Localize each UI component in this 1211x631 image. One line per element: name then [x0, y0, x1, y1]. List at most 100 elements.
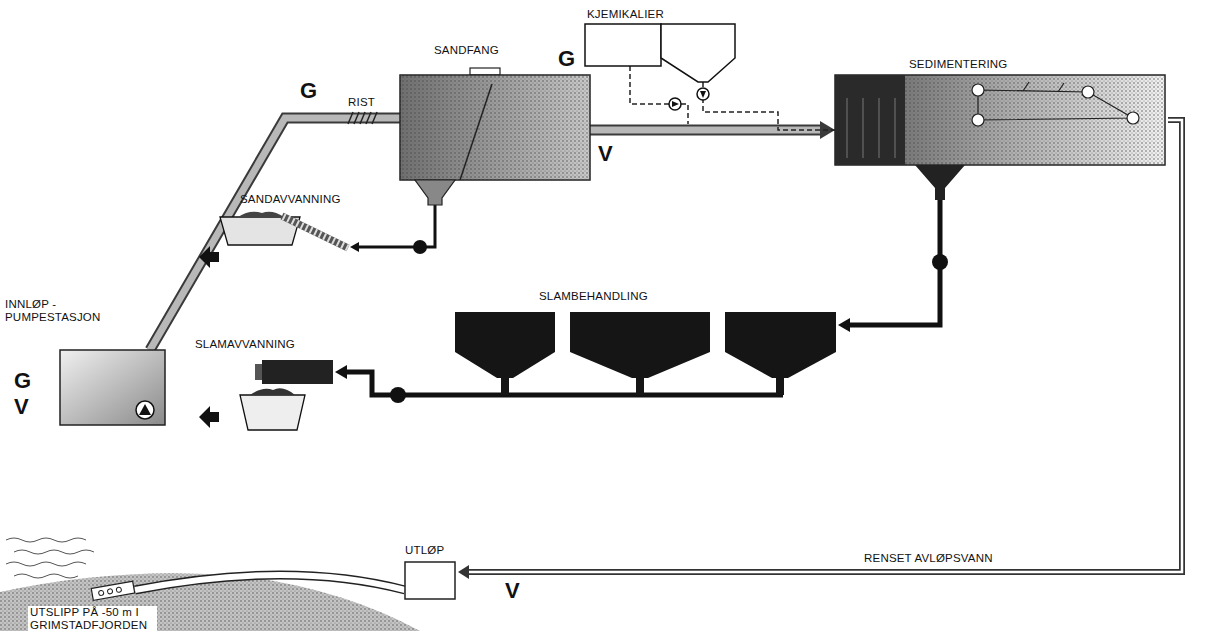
diffuser-hole — [107, 588, 113, 594]
node-label: SANDFANG — [434, 44, 499, 57]
grit-hopper — [415, 180, 455, 205]
sedimentation-basin: SEDIMENTERING — [833, 58, 1168, 200]
node-outline — [833, 58, 1168, 200]
scraper-carriage — [470, 68, 500, 75]
grit-line-stroke — [357, 205, 435, 247]
sand-pile — [238, 212, 284, 217]
gas-marker: G — [14, 370, 31, 392]
dewatering-press — [262, 360, 333, 384]
grit-dewatering: SANDAVVANNING — [218, 193, 350, 251]
pump-arrow — [672, 101, 679, 107]
baffle-line — [879, 98, 880, 158]
node-label: SLAMBEHANDLING — [539, 290, 648, 303]
scraper-blade — [1058, 83, 1064, 92]
gas-marker: G — [558, 48, 575, 70]
pump-arrow — [700, 91, 706, 98]
sludge-tank — [725, 312, 836, 378]
screen-label: RIST — [348, 96, 375, 109]
tank-outlet — [776, 377, 784, 395]
wave — [14, 550, 94, 554]
sludge-treatment: SLAMBEHANDLING — [453, 290, 838, 395]
node-label: SANDAVVANNING — [240, 193, 341, 206]
dosing-pump — [669, 98, 681, 110]
arrowhead — [350, 242, 359, 252]
dosing-line-stroke — [703, 82, 835, 130]
wave — [14, 574, 78, 578]
tank-outlet — [501, 377, 509, 395]
chain-wheel — [1127, 112, 1139, 124]
node-outline — [195, 338, 335, 433]
press-outlet — [255, 364, 263, 380]
pump-arrow — [139, 404, 151, 415]
hatch-line — [348, 112, 353, 124]
water-waves — [6, 538, 94, 578]
treated-water-pipe-stroke — [467, 120, 1182, 572]
pump-symbol — [136, 401, 154, 419]
baffle-line — [895, 98, 896, 158]
baffle — [460, 84, 492, 180]
node-label: SEDIMENTERING — [909, 58, 1007, 71]
outlet-chamber — [405, 562, 455, 599]
arrowhead — [838, 318, 850, 332]
arrowhead — [458, 565, 469, 579]
hatch-line — [372, 112, 377, 124]
sludge-line — [335, 365, 505, 395]
ventilation-marker: V — [505, 580, 520, 602]
gas-marker: G — [300, 80, 317, 102]
scraper-blade — [1023, 82, 1029, 91]
sludge-hopper — [915, 165, 965, 200]
tank-outlet — [636, 377, 644, 395]
hatch-line — [354, 112, 359, 124]
ventilation-marker: V — [598, 143, 613, 165]
sludge-dewatering: SLAMAVVANNING — [195, 338, 335, 433]
diffuser-hole — [98, 590, 104, 596]
tank-stipple — [835, 75, 1165, 165]
chain-wheel — [972, 84, 984, 96]
wastewater-pipe-stroke — [590, 127, 823, 134]
wastewater-pipe-stroke — [590, 125, 823, 136]
node-label: SLAMAVVANNING — [195, 338, 295, 351]
edge-label: RENSET AVLØPSVANN — [862, 552, 995, 565]
node-label: KJEMIKALIER — [587, 8, 664, 21]
discharge-note: UTSLIPP PÅ -50 m I GRIMSTADFJORDEN — [28, 606, 157, 631]
pump-symbol — [413, 240, 427, 254]
sludge-pile — [250, 388, 295, 395]
baffle-line — [847, 98, 848, 158]
baffle-line — [863, 98, 864, 158]
outlet-pipe — [135, 575, 405, 590]
chemical-storage: KJEMIKALIER — [583, 8, 738, 82]
inlet-pipe — [150, 118, 400, 350]
sludge-line-stroke — [848, 200, 940, 325]
inlet-pipe-stroke — [150, 118, 400, 350]
inlet-pump-station: INNLØP - PUMPESTASJON — [5, 298, 170, 428]
grit-tank-stipple — [400, 75, 590, 180]
treated-water-pipe — [458, 120, 1182, 579]
treated-water-pipe-stroke — [467, 120, 1182, 572]
dosing-line — [703, 82, 835, 130]
sedimentation-tank — [835, 75, 1165, 165]
sludge-tank — [570, 312, 710, 378]
ventilation-marker: V — [14, 396, 29, 418]
wave — [6, 562, 86, 566]
chain-wheel — [972, 114, 984, 126]
chain-wheel — [1082, 86, 1094, 98]
diffuser-hole — [116, 587, 122, 593]
pump-symbol — [932, 254, 948, 270]
diffuser — [91, 581, 134, 600]
discharge-arrow — [199, 406, 219, 428]
dosing-line — [630, 66, 688, 124]
wave — [6, 538, 86, 542]
flocculation-zone — [835, 75, 905, 165]
hatch-line — [360, 112, 365, 124]
outlet-pipe-inner — [135, 575, 405, 590]
node-outline — [453, 290, 838, 395]
grit-tank — [400, 75, 590, 180]
discharge-arrow — [199, 246, 219, 268]
chemical-tank — [585, 24, 661, 66]
screw-thread — [282, 216, 348, 248]
arrowhead — [335, 365, 347, 379]
pump-symbol — [390, 387, 406, 403]
outlet-chamber-box: UTLØP — [403, 544, 458, 604]
hatch-line — [366, 112, 371, 124]
seabed — [0, 573, 420, 631]
